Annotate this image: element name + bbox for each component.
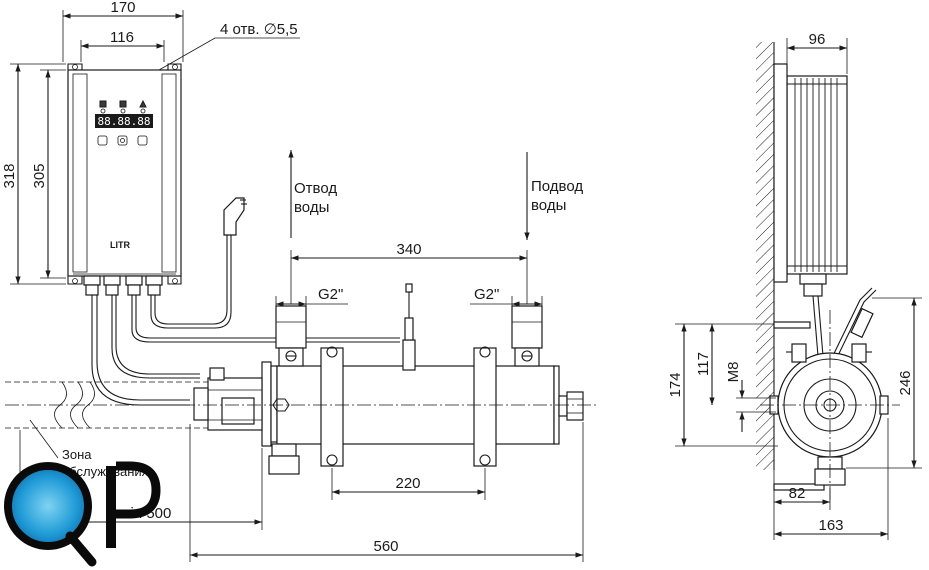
service-zone-line1: Зона [62,447,92,462]
dim-318: 318 [1,163,18,188]
dimensions-front: 170 116 4 отв. ∅5,5 318 305 340 G2" [1,0,584,562]
outlet-label-line1: Отвод [294,180,337,197]
holes-note: 4 отв. ∅5,5 [220,21,298,38]
dim-560: 560 [373,538,398,555]
dim-96: 96 [809,31,826,48]
dim-246: 246 [897,370,914,395]
qp-logo: QP [0,0,161,567]
dim-174: 174 [667,372,684,397]
dim-170: 170 [110,0,135,16]
dim-305: 305 [31,163,48,188]
thread-right: G2" [474,286,499,303]
side-view [756,42,900,500]
inlet-label-line2: воды [531,197,566,214]
thread-left: G2" [318,286,343,303]
outlet-label-line2: воды [294,199,329,216]
control-box: 88.88.88 LITR [67,63,182,296]
cables [91,197,400,406]
heater-body [5,283,598,475]
dim-340: 340 [396,241,421,258]
dim-82: 82 [789,485,806,502]
logo-text: QP [0,0,2,1]
mount-m8: M8 [725,362,742,383]
dim-117: 117 [695,352,712,376]
inlet-label-line1: Подвод [531,178,583,195]
svg-text:88.88.88: 88.88.88 [98,115,151,128]
dim-116: 116 [110,29,134,46]
dim-163: 163 [818,517,843,534]
dim-220: 220 [395,475,420,492]
dimensions-side: 96 174 117 M8 246 82 163 [667,31,922,540]
brand-label: LITR [110,240,130,250]
